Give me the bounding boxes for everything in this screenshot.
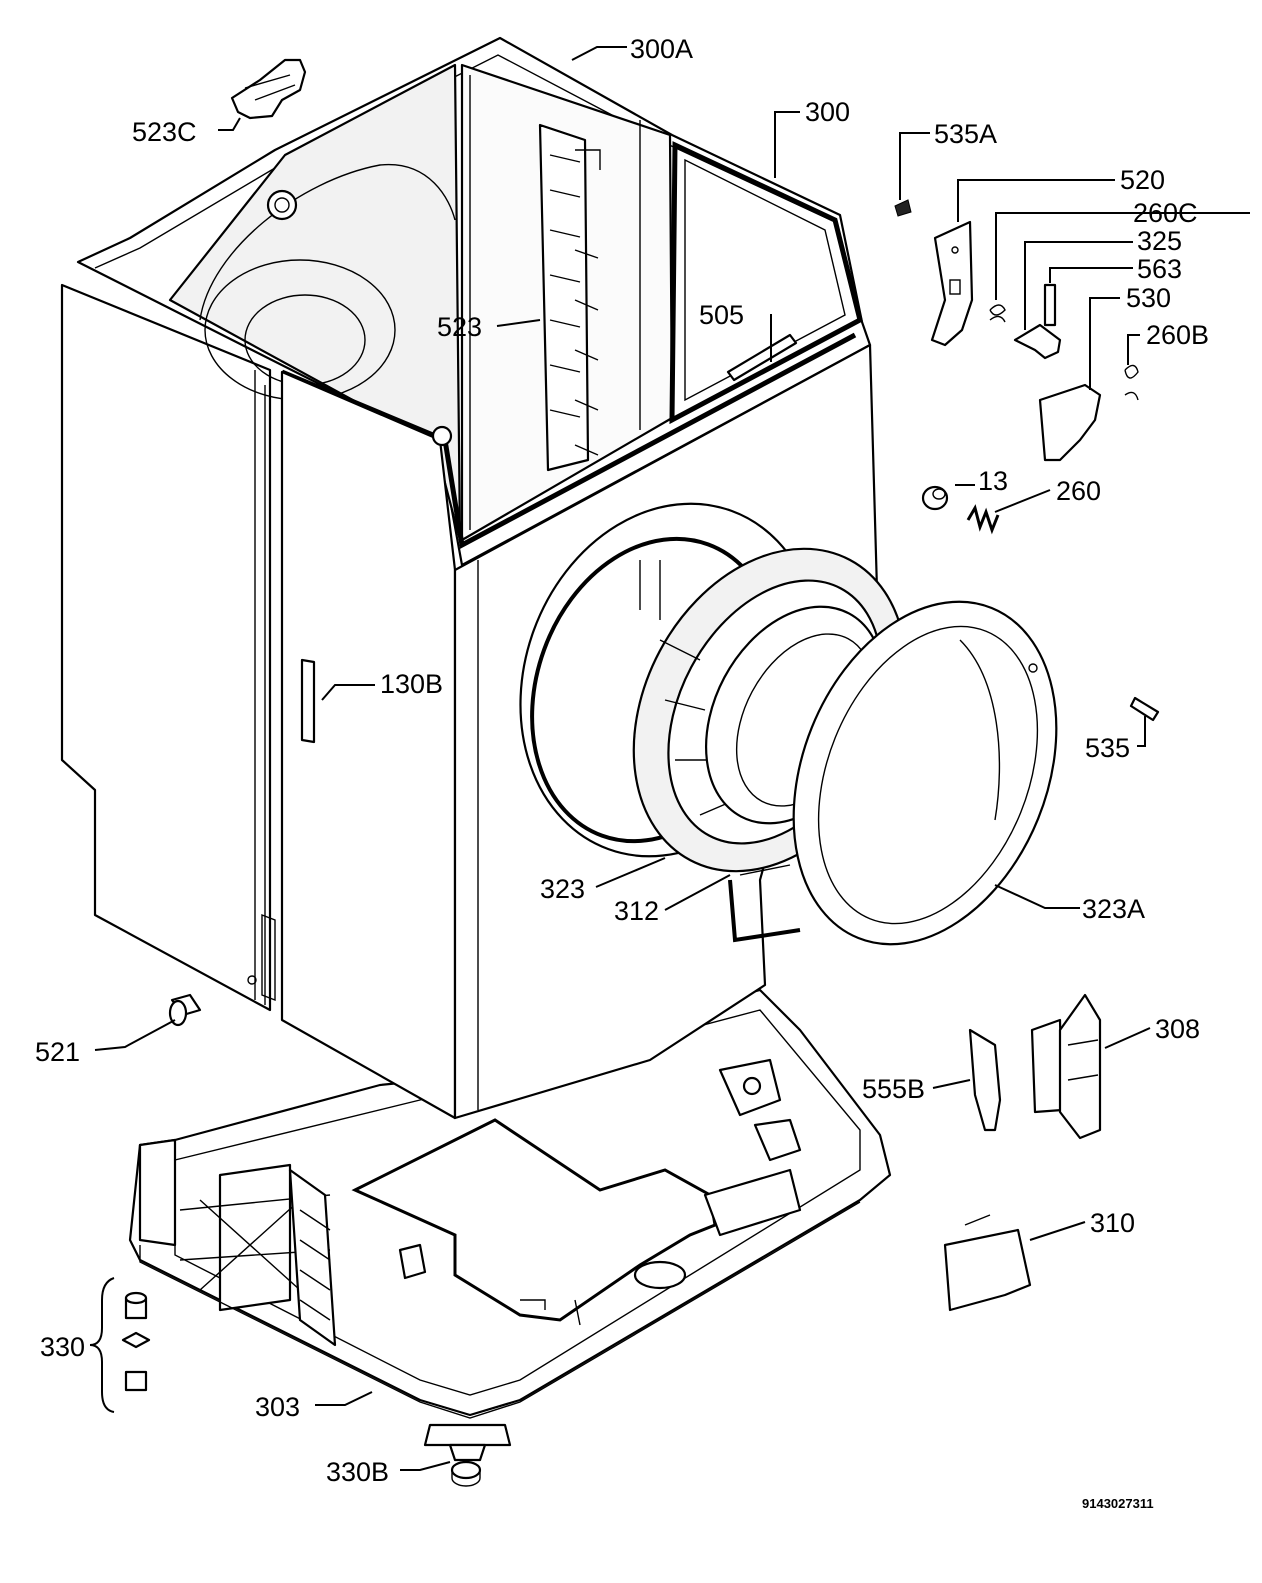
- adjustable-foot: [423, 1423, 512, 1487]
- label-260B: 260B: [1146, 320, 1209, 350]
- label-530: 530: [1126, 283, 1171, 313]
- label-535A: 535A: [934, 119, 997, 149]
- label-520: 520: [1120, 165, 1165, 195]
- label-323: 323: [540, 874, 585, 904]
- label-330B: 330B: [326, 1457, 389, 1487]
- label-260: 260: [1056, 476, 1101, 506]
- label-310: 310: [1090, 1208, 1135, 1238]
- label-505: 505: [699, 300, 744, 330]
- base-frame: [128, 988, 892, 1419]
- label-330: 330: [40, 1332, 85, 1362]
- label-300: 300: [805, 97, 850, 127]
- label-312: 312: [614, 896, 659, 926]
- label-303: 303: [255, 1392, 300, 1422]
- drawing-code: 9143027311: [1082, 1496, 1154, 1511]
- label-523: 523: [437, 312, 482, 342]
- label-323A: 323A: [1082, 894, 1145, 924]
- label-308: 308: [1155, 1014, 1200, 1044]
- leader-lines: [89, 46, 1250, 1471]
- label-555B: 555B: [862, 1074, 925, 1104]
- small-parts: [121, 58, 1160, 1392]
- label-535: 535: [1085, 733, 1130, 763]
- door-assembly: [632, 547, 1058, 946]
- label-13: 13: [978, 466, 1008, 496]
- label-563: 563: [1137, 254, 1182, 284]
- part-labels: 300A 300 523C 535A 520 260C 325 563 530 …: [35, 34, 1209, 1511]
- label-521: 521: [35, 1037, 80, 1067]
- label-260C: 260C: [1133, 198, 1198, 228]
- label-300A: 300A: [630, 34, 693, 64]
- label-130B: 130B: [380, 669, 443, 699]
- label-523C: 523C: [132, 117, 197, 147]
- label-325: 325: [1137, 226, 1182, 256]
